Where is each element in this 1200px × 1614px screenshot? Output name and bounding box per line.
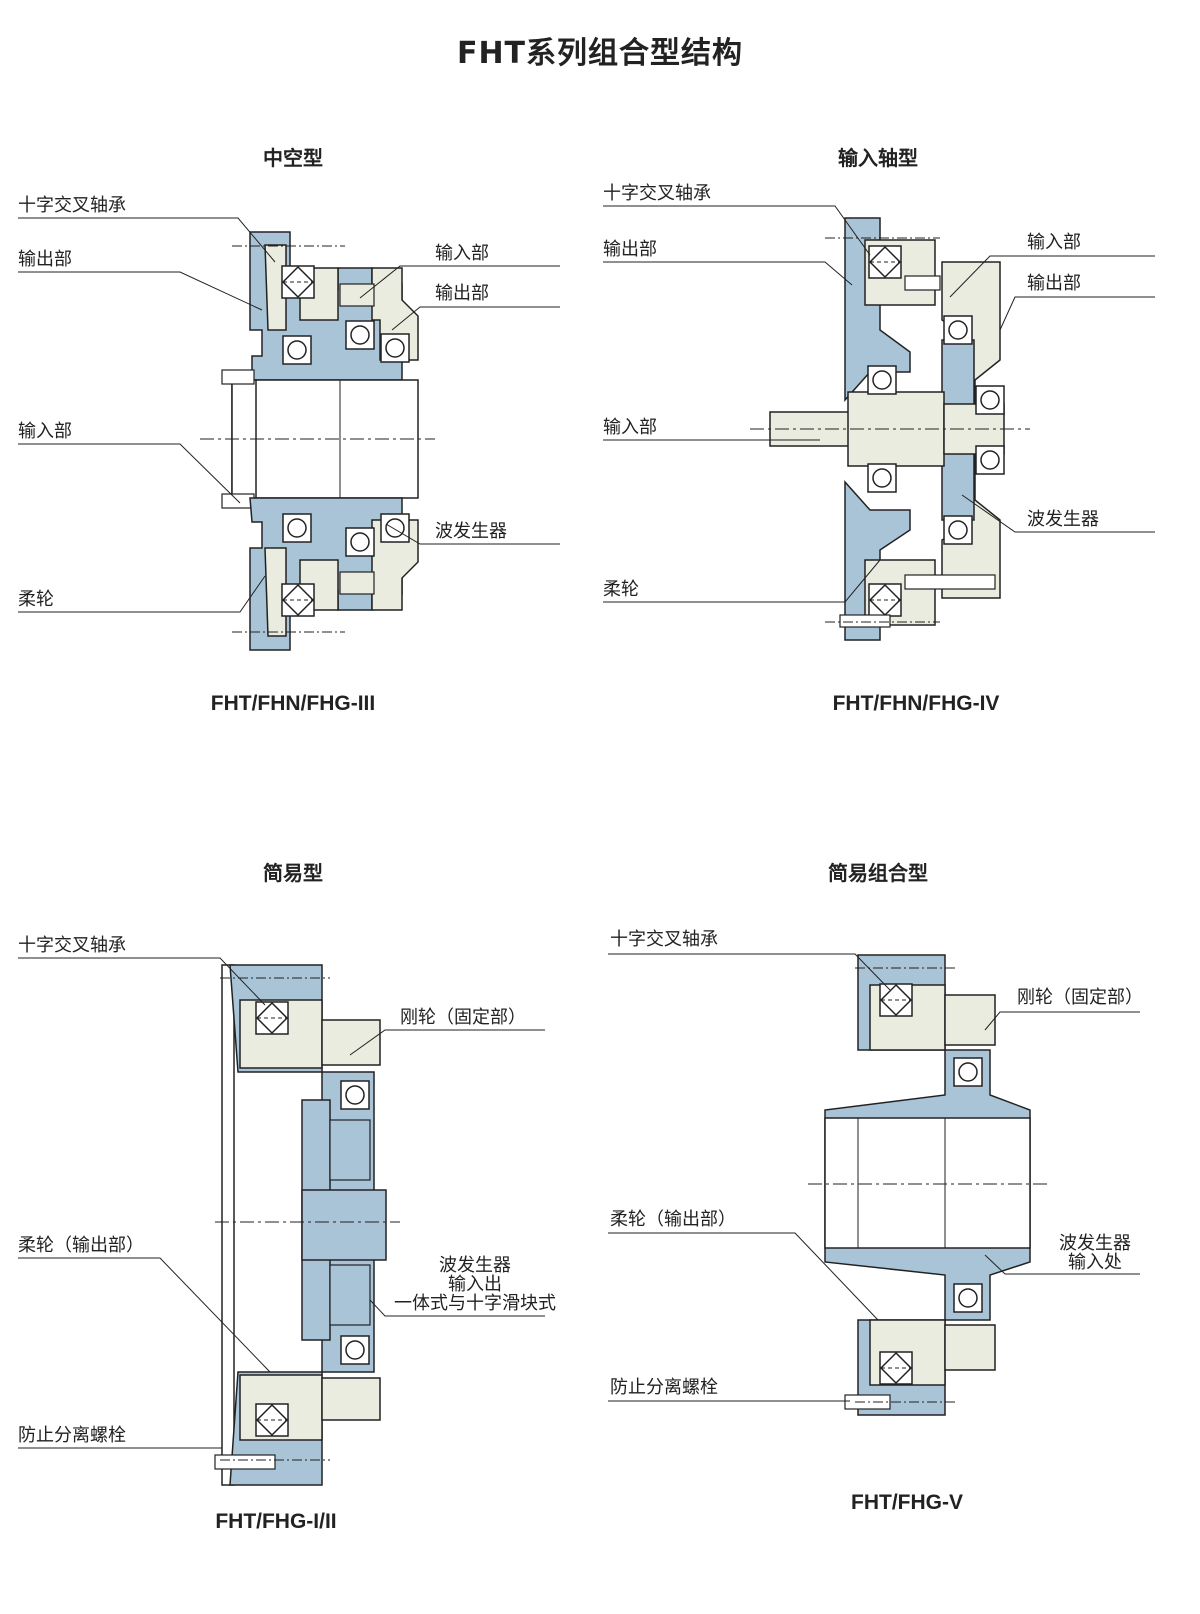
label-cross-bearing: 十字交叉轴承	[603, 183, 711, 204]
label-wave-input: 输入处	[1068, 1252, 1122, 1273]
label-wave-type: 一体式与十字滑块式	[394, 1293, 556, 1314]
label-flexspline-output: 柔轮（输出部）	[610, 1209, 736, 1230]
label-output: 输出部	[1027, 273, 1081, 294]
diagram-simple	[18, 957, 545, 1486]
label-wave-generator: 波发生器	[1059, 1233, 1131, 1254]
diagram-hollow	[18, 217, 560, 651]
subtitle-hollow: 中空型	[263, 146, 323, 170]
model-name-input-shaft: FHT/FHN/FHG-IV	[832, 692, 1000, 715]
diagram-input-shaft	[603, 205, 1155, 641]
label-circular-spline: 刚轮（固定部）	[1017, 987, 1143, 1008]
label-anti-separation-bolt: 防止分离螺栓	[18, 1425, 126, 1446]
page-title: FHT系列组合型结构	[456, 36, 744, 71]
subtitle-simple-combined: 简易组合型	[828, 861, 928, 885]
label-output: 输出部	[435, 283, 489, 304]
diagram-simple-combined	[608, 953, 1140, 1416]
model-name-hollow: FHT/FHN/FHG-III	[210, 692, 376, 715]
label-flexspline: 柔轮	[18, 589, 54, 610]
label-wave-generator: 波发生器	[1027, 509, 1099, 530]
subtitle-simple: 简易型	[263, 861, 323, 885]
label-input: 输入部	[603, 417, 657, 438]
label-output: 输出部	[18, 249, 72, 270]
label-output: 输出部	[603, 239, 657, 260]
label-flexspline-output: 柔轮（输出部）	[18, 1235, 144, 1256]
label-wave-generator: 波发生器	[439, 1255, 511, 1276]
label-wave-generator: 波发生器	[435, 521, 507, 542]
label-input: 输入部	[18, 421, 72, 442]
label-flexspline: 柔轮	[603, 579, 639, 600]
label-cross-bearing: 十字交叉轴承	[610, 929, 718, 950]
label-anti-separation-bolt: 防止分离螺栓	[610, 1377, 718, 1398]
label-input: 输入部	[1027, 232, 1081, 253]
label-cross-bearing: 十字交叉轴承	[18, 195, 126, 216]
model-name-simple: FHT/FHG-I/II	[215, 1510, 337, 1533]
model-name-simple-combined: FHT/FHG-V	[851, 1491, 963, 1514]
label-cross-bearing: 十字交叉轴承	[18, 935, 126, 956]
label-wave-io: 输入出	[448, 1274, 502, 1295]
subtitle-input-shaft: 输入轴型	[838, 146, 918, 170]
label-input: 输入部	[435, 243, 489, 264]
label-circular-spline: 刚轮（固定部）	[400, 1007, 526, 1028]
